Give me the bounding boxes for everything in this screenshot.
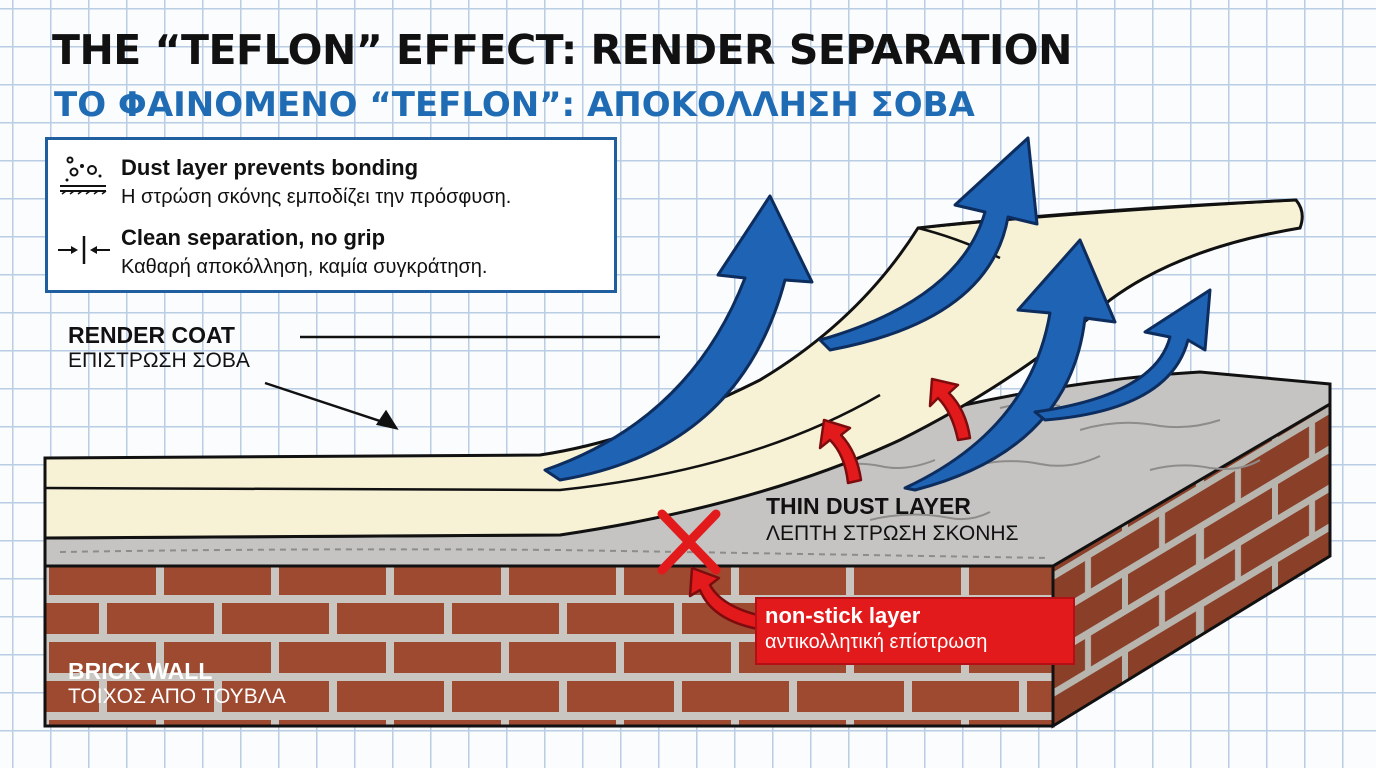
brick-wall-label: BRICK WALL ΤΟΙΧΟΣ ΑΠΟ ΤΟΥΒΛΑ [68,658,286,709]
brick-wall-heading: BRICK WALL [68,658,213,684]
render-coat-sheet [43,198,1304,540]
render-coat-subtext: ΕΠΙΣΤΡΩΣΗ ΣΟΒΑ [68,349,250,372]
brick-wall-subtext: ΤΟΙΧΟΣ ΑΠΟ ΤΟΥΒΛΑ [68,685,286,708]
legend-item-2-subtext: Καθαρή αποκόλληση, καμία συγκράτηση. [121,256,488,278]
legend-item-1-heading: Dust layer prevents bonding [121,155,419,180]
blue-arrow-center [903,238,1117,492]
non-stick-label: non-stick layer αντικολλητική επίστρωση [755,597,1075,665]
lift-arrows [543,136,1212,492]
separation-arrows-icon [58,236,110,264]
legend-item-1-subtext: Η στρώση σκόνης εμποδίζει την πρόσφυση. [121,186,512,208]
page-subtitle-greek: ΤΟ ΦΑΙΝΟΜΕΝΟ “TEFLON”: ΑΠΟΚΟΛΛΗΣΗ ΣΟΒΑ [54,85,975,125]
blue-arrow-left [543,194,814,482]
blue-arrow-right [1033,288,1212,422]
dust-layer-subtext: ΛΕΠΤΗ ΣΤΡΩΣΗ ΣΚΟΝΗΣ [766,522,1019,545]
render-coat-leader [264,335,660,430]
page-title: THE “TEFLON” EFFECT: RENDER SEPARATION [52,26,1072,74]
red-arrows [688,377,972,631]
no-bond-x-icon [657,509,721,575]
render-coat-label: RENDER COAT ΕΠΙΣΤΡΩΣΗ ΣΟΒΑ [68,322,250,373]
non-stick-heading: non-stick layer [765,603,921,628]
dust-particles-icon [60,156,107,195]
non-stick-subtext: αντικολλητική επίστρωση [765,631,988,653]
dust-layer-label: THIN DUST LAYER ΛΕΠΤΗ ΣΤΡΩΣΗ ΣΚΟΝΗΣ [766,493,1019,546]
blue-arrow-top [818,136,1039,352]
legend-box: Dust layer prevents bonding Η στρώση σκό… [45,137,617,293]
dust-layer-heading: THIN DUST LAYER [766,493,971,519]
red-arrow-3 [688,566,764,631]
red-arrow-1 [818,418,863,485]
legend-item-2-heading: Clean separation, no grip [121,225,386,250]
red-arrow-2 [928,377,972,442]
render-coat-heading: RENDER COAT [68,322,235,348]
